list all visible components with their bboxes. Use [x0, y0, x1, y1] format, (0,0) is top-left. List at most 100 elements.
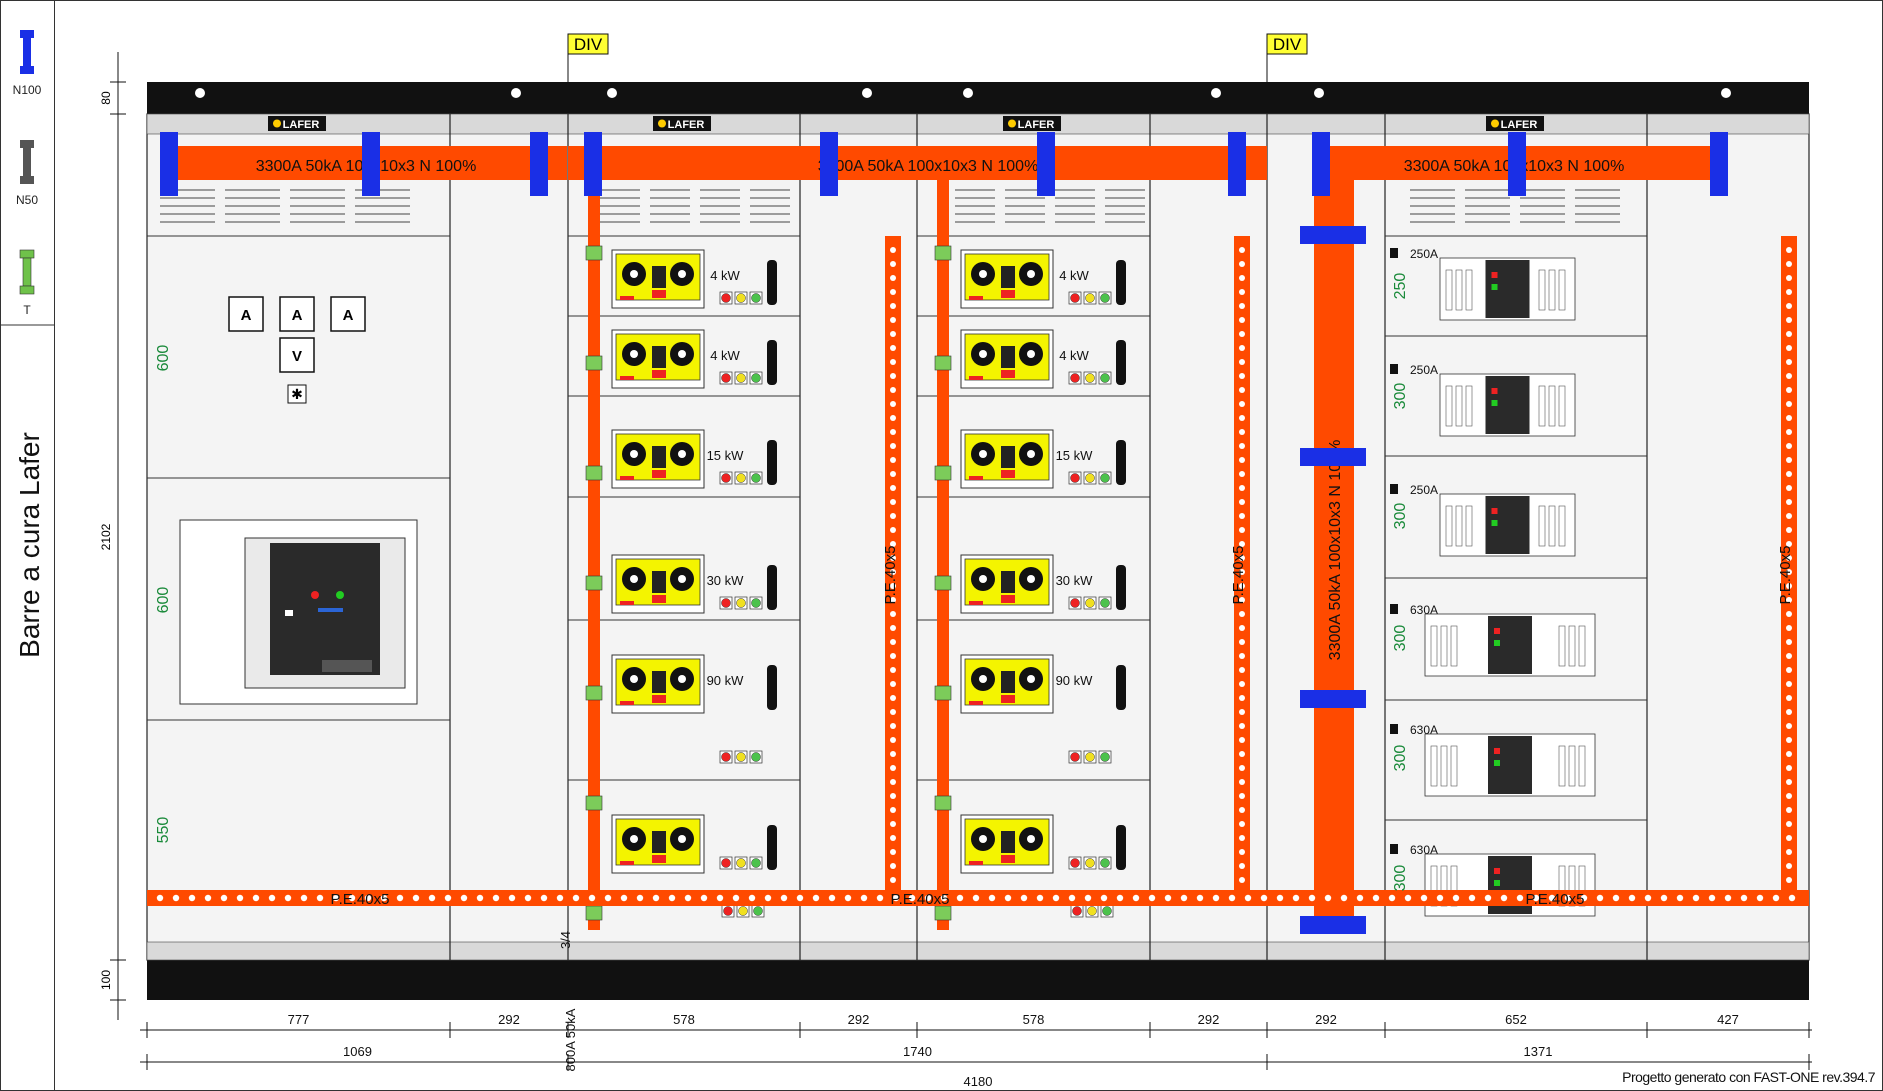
motor-column-2: 4 kW 4 kW 15 kW 30 kW 90 kW	[960, 249, 1126, 874]
motor-power-label: 30 kW	[707, 573, 745, 588]
top-base-frame	[147, 82, 1809, 114]
motor-starter: 4 kW	[611, 249, 777, 309]
legend-n50-label: N50	[15, 193, 38, 207]
brand-label: LAFER	[668, 119, 705, 131]
brand-plate-1: LAFER	[268, 116, 326, 131]
motor-riser-1	[588, 180, 600, 930]
motor-column-1: 4 kW 4 kW 15 kW 30 kW 90 kW	[611, 249, 1114, 918]
pe-vertical-label-1: P.E.40x5	[882, 546, 899, 605]
breaker-rating-label: 630A	[1410, 603, 1438, 617]
motor-power-label: 30 kW	[1056, 573, 1094, 588]
compartment-dimensions: 600 600 550 250 300 300 300 300 300	[155, 273, 1409, 892]
indicator-lights	[721, 904, 765, 918]
moulded-case-breaker: 630A	[1390, 723, 1596, 797]
svg-text:✱: ✱	[291, 386, 303, 402]
width-dimension-label: 652	[1505, 1012, 1527, 1027]
motor-starter: 30 kW	[960, 554, 1126, 614]
motor-power-label: 15 kW	[707, 448, 745, 463]
incomer-compartments	[147, 235, 450, 721]
breaker-column: 250A 250A 250A 630A 630A 630A	[1390, 247, 1596, 917]
breaker-rating-label: 250A	[1410, 247, 1438, 261]
motor-power-label: 90 kW	[707, 673, 745, 688]
moulded-case-breaker: 250A	[1390, 483, 1576, 557]
moulded-case-breaker: 630A	[1390, 843, 1596, 917]
earth-busbar-icon	[19, 249, 35, 295]
width-dimension-label: 292	[848, 1012, 870, 1027]
dim-top-height: 80	[99, 91, 113, 105]
motor-riser-2	[937, 180, 949, 930]
top-base-holes	[195, 88, 1731, 98]
busbar-supports	[160, 132, 1728, 934]
motor-power-label: 4 kW	[710, 268, 740, 283]
vertical-main-busbar-label: 3300A 50kA 100x10x3 N 100%	[1327, 440, 1344, 661]
pe-vertical-bars	[885, 236, 1797, 896]
motor-starter: 4 kW	[960, 249, 1126, 309]
divider-label: DIV	[574, 35, 603, 54]
width-dimension-label: 292	[498, 1012, 520, 1027]
width-dimension-label: 578	[673, 1012, 695, 1027]
meter-label: A	[241, 307, 252, 324]
brand-label: LAFER	[1501, 119, 1538, 131]
dim-compartment-3: 550	[155, 817, 172, 844]
pe-vertical-label-2: P.E.40x5	[1230, 546, 1247, 605]
meter-label: A	[292, 307, 303, 324]
dim-bottom-height: 100	[99, 970, 113, 990]
brand-label: LAFER	[1018, 119, 1055, 131]
brand-plate-2: LAFER	[653, 116, 711, 131]
breaker-rating-label: 250A	[1410, 483, 1438, 497]
meter-voltmeter: V	[279, 337, 315, 373]
brand-plate-4: LAFER	[1486, 116, 1544, 131]
meter-label: V	[292, 348, 302, 365]
pe-vertical-label-3: P.E.40x5	[1777, 546, 1794, 605]
breaker-rating-label: 250A	[1410, 363, 1438, 377]
motor-starter: 90 kW	[960, 654, 1126, 764]
width-dimension-label: 427	[1717, 1012, 1739, 1027]
brand-plate-3: LAFER	[1003, 116, 1061, 131]
sub-riser-rating-label: 800A 50kA	[563, 1008, 578, 1071]
selector-switch-icon: ✱	[287, 384, 307, 404]
width-dimension-lines	[140, 1022, 1812, 1070]
breaker-rating-label: 630A	[1410, 723, 1438, 737]
width-dimension-label: 292	[1315, 1012, 1337, 1027]
section-width-label: 1371	[1524, 1044, 1553, 1059]
height-dimension-line	[110, 52, 126, 1020]
legend-t-label: T	[23, 303, 31, 317]
motor-starter: 15 kW	[960, 429, 1126, 489]
main-busbar-2	[568, 146, 1267, 180]
width-dimension-label: 292	[1198, 1012, 1220, 1027]
riser-clamps	[585, 245, 952, 921]
main-busbar-2-label: 3300A 50kA 100x10x3 N 100%	[818, 158, 1039, 175]
total-width-label: 4180	[964, 1074, 993, 1089]
motor-starter	[960, 814, 1126, 874]
motor-starter: 4 kW	[611, 329, 777, 389]
bottom-base-frame	[147, 960, 1809, 1000]
dim-right-5: 300	[1392, 745, 1409, 772]
motor-power-label: 90 kW	[1056, 673, 1094, 688]
ventilation-louvers	[160, 189, 1620, 223]
section-width-label: 1740	[903, 1044, 932, 1059]
n50-busbar-icon	[20, 140, 34, 184]
pe-horizontal-label-1: P.E.40x5	[331, 891, 390, 908]
motor-compartment-lines	[568, 235, 1647, 821]
pe-horizontal-label-2: P.E.40x5	[891, 891, 950, 908]
meter-ammeter-2: A	[279, 296, 315, 332]
motor-starter: 4 kW	[960, 329, 1126, 389]
legend-icons	[0, 30, 54, 326]
width-dimension-label: 578	[1023, 1012, 1045, 1027]
meter-ammeter-1: A	[228, 296, 264, 332]
dim-right-4: 300	[1392, 625, 1409, 652]
dim-right-3: 300	[1392, 503, 1409, 530]
dim-compartment-1: 600	[155, 345, 172, 372]
dim-right-1: 250	[1392, 273, 1409, 300]
motor-starter: 90 kW	[611, 654, 777, 764]
legend-panel: N100 N50 T Barre a cura Lafer	[0, 0, 55, 1091]
moulded-case-breaker: 630A	[1390, 603, 1596, 677]
section-dividers	[449, 114, 1648, 960]
brand-label: LAFER	[283, 119, 320, 131]
meter-label: A	[343, 307, 354, 324]
motor-power-label: 4 kW	[710, 348, 740, 363]
dim-right-6: 300	[1392, 865, 1409, 892]
sub-riser-note-label: 3/4	[558, 931, 573, 949]
meter-ammeter-3: A	[330, 296, 366, 332]
